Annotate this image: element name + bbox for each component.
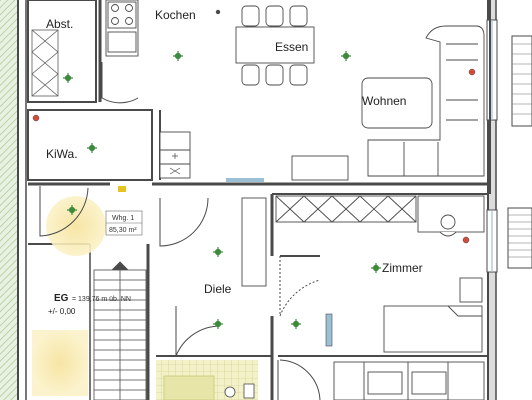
exterior-window-lower xyxy=(507,207,532,269)
dining-table xyxy=(235,5,315,86)
room-label-diele: Diele xyxy=(204,282,232,296)
kitchen-sink-counter xyxy=(159,131,191,179)
door-kiwa xyxy=(39,186,89,237)
level-name: EG xyxy=(54,293,69,304)
door-lower xyxy=(277,359,321,400)
storage-shelves xyxy=(31,29,59,97)
light-glow-stairs xyxy=(32,330,88,396)
room-label-kochen: Kochen xyxy=(155,8,196,22)
door-entry xyxy=(159,197,209,247)
doors xyxy=(39,62,321,400)
living-sofa xyxy=(291,25,485,181)
desk xyxy=(417,195,485,237)
level-nn: = 139,76 m üb. NN xyxy=(72,296,131,303)
lower-room-furniture xyxy=(333,361,485,400)
room-label-abst: Abst. xyxy=(46,17,73,31)
level-elevation: +/- 0,00 xyxy=(48,307,76,316)
socket-markers xyxy=(32,68,476,244)
unit-area: 85,30 m² xyxy=(109,227,137,234)
exterior-wall-left xyxy=(0,0,18,400)
door-marker xyxy=(118,186,126,192)
lamp-markers xyxy=(63,51,381,329)
bathroom-fixture-yellow xyxy=(163,375,215,400)
unit-label: Whg. 1 xyxy=(112,215,134,222)
stairs xyxy=(93,261,147,400)
door-marker-2 xyxy=(325,313,333,347)
wardrobe xyxy=(275,195,417,223)
door-abst xyxy=(101,62,139,104)
door-zimmer xyxy=(279,256,321,317)
room-label-wohnen: Wohnen xyxy=(362,94,406,108)
ceiling-point xyxy=(215,9,221,15)
bathroom-fixtures xyxy=(224,383,255,399)
unit-tag: Whg. 1 85,30 m² xyxy=(105,210,143,236)
window-hall xyxy=(226,178,264,182)
hall-dresser xyxy=(241,197,267,287)
door-diele xyxy=(175,306,221,357)
kitchen-counter xyxy=(105,0,139,57)
exterior-wall-right xyxy=(488,0,496,400)
light-glow-hall xyxy=(46,196,106,256)
room-label-essen: Essen xyxy=(275,40,308,54)
bed xyxy=(383,277,483,353)
room-label-kiwa: KiWa. xyxy=(46,147,78,161)
exterior-window-upper xyxy=(511,35,532,127)
room-label-zimmer: Zimmer xyxy=(382,261,423,275)
